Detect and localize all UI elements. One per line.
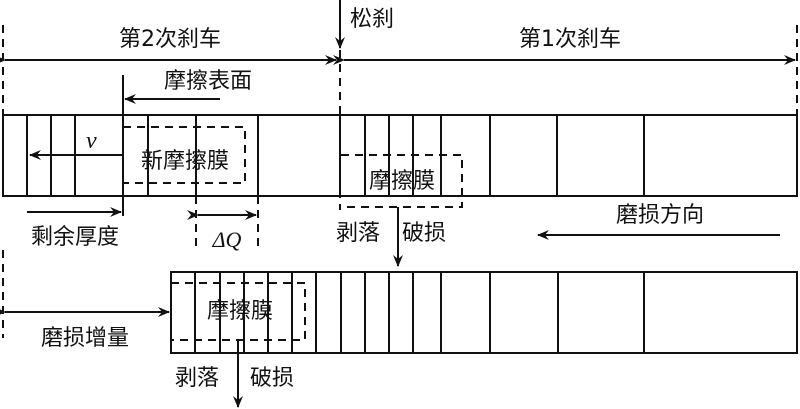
wear-increment-label: 磨损增量 — [41, 326, 129, 351]
top-strip-outline — [2, 114, 798, 197]
velocity-symbol: v — [86, 128, 97, 154]
bottom-strip — [170, 271, 798, 354]
friction-film-bottom-label: 摩擦膜 — [207, 299, 273, 324]
bottom-strip-outline — [170, 271, 798, 354]
friction-surface-label: 摩擦表面 — [164, 69, 252, 94]
second-braking-label: 第2次刹车 — [119, 27, 221, 52]
new-friction-film-label: 新摩擦膜 — [141, 149, 229, 174]
first-braking-label: 第1次刹车 — [519, 27, 621, 52]
damage-bottom-label: 破损 — [250, 366, 294, 391]
friction-film-top-label: 摩擦膜 — [369, 169, 435, 194]
delta-q-label: ΔQ — [212, 227, 242, 252]
friction-film-top-box — [341, 154, 463, 208]
remaining-thickness-label: 剩余厚度 — [31, 225, 119, 250]
spall-top-label: 剥落 — [336, 221, 380, 246]
spall-bottom-label: 剥落 — [175, 366, 219, 391]
wear-direction-label: 磨损方向 — [616, 203, 704, 228]
release-label: 松刹 — [350, 7, 394, 32]
damage-top-label: 破损 — [402, 221, 446, 246]
